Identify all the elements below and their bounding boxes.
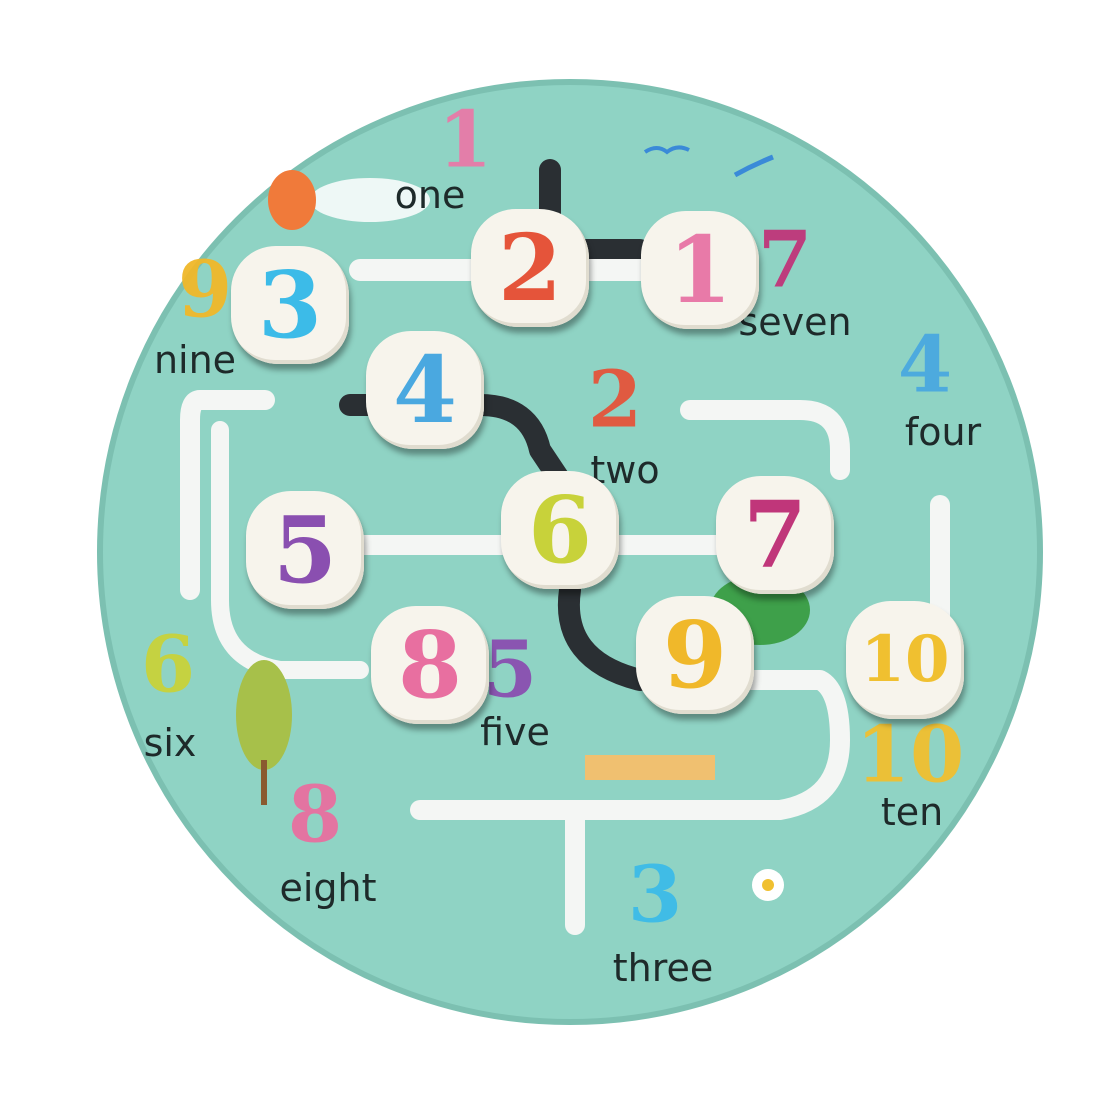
printed-word-six: six: [143, 721, 197, 765]
number-piece-6[interactable]: 6: [501, 471, 619, 589]
piece-numeral: 6: [527, 476, 592, 584]
printed-numeral-ten: 10: [855, 709, 965, 801]
number-piece-9[interactable]: 9: [636, 596, 754, 714]
board-rim: [97, 79, 1043, 1025]
number-piece-2[interactable]: 2: [471, 209, 589, 327]
bird-icon: [643, 145, 690, 155]
printed-numeral-eight: 8: [287, 769, 343, 861]
fence-icon: [585, 755, 715, 780]
printed-numeral-six: 6: [140, 619, 196, 711]
piece-numeral: 3: [257, 251, 322, 359]
printed-word-ten: ten: [880, 790, 944, 834]
tree-trunk: [261, 760, 267, 805]
cloud-icon: [310, 178, 430, 222]
piece-numeral: 7: [742, 481, 807, 589]
printed-numeral-nine: 9: [177, 244, 233, 336]
piece-numeral: 4: [392, 336, 457, 444]
piece-numeral: 8: [397, 611, 462, 719]
printed-numeral-seven: 7: [757, 214, 813, 306]
flower-center: [762, 879, 774, 891]
piece-numeral: 2: [497, 214, 562, 322]
printed-word-three: three: [612, 946, 714, 990]
printed-numeral-five: 5: [482, 624, 538, 716]
printed-numeral-three: 3: [627, 849, 683, 941]
number-piece-10[interactable]: 10: [846, 601, 964, 719]
number-piece-3[interactable]: 3: [231, 246, 349, 364]
printed-numeral-two: 2: [587, 354, 643, 446]
printed-numeral-one: 1: [437, 94, 493, 186]
piece-numeral: 1: [667, 216, 732, 324]
number-piece-1[interactable]: 1: [641, 211, 759, 329]
number-piece-7[interactable]: 7: [716, 476, 834, 594]
number-piece-8[interactable]: 8: [371, 606, 489, 724]
printed-word-four: four: [904, 410, 982, 454]
piece-numeral: 10: [860, 622, 950, 697]
printed-word-nine: nine: [153, 338, 237, 382]
printed-word-one: one: [394, 173, 466, 217]
piece-numeral: 5: [272, 496, 337, 604]
number-piece-4[interactable]: 4: [366, 331, 484, 449]
printed-word-five: five: [480, 710, 550, 754]
bird-icon: [733, 154, 774, 178]
printed-numeral-four: 4: [897, 319, 953, 411]
tree-icon: [236, 660, 292, 770]
printed-word-seven: seven: [738, 300, 852, 344]
printed-word-eight: eight: [279, 866, 377, 910]
piece-numeral: 9: [662, 601, 727, 709]
hot-air-balloon-icon: [268, 170, 316, 230]
number-piece-5[interactable]: 5: [246, 491, 364, 609]
